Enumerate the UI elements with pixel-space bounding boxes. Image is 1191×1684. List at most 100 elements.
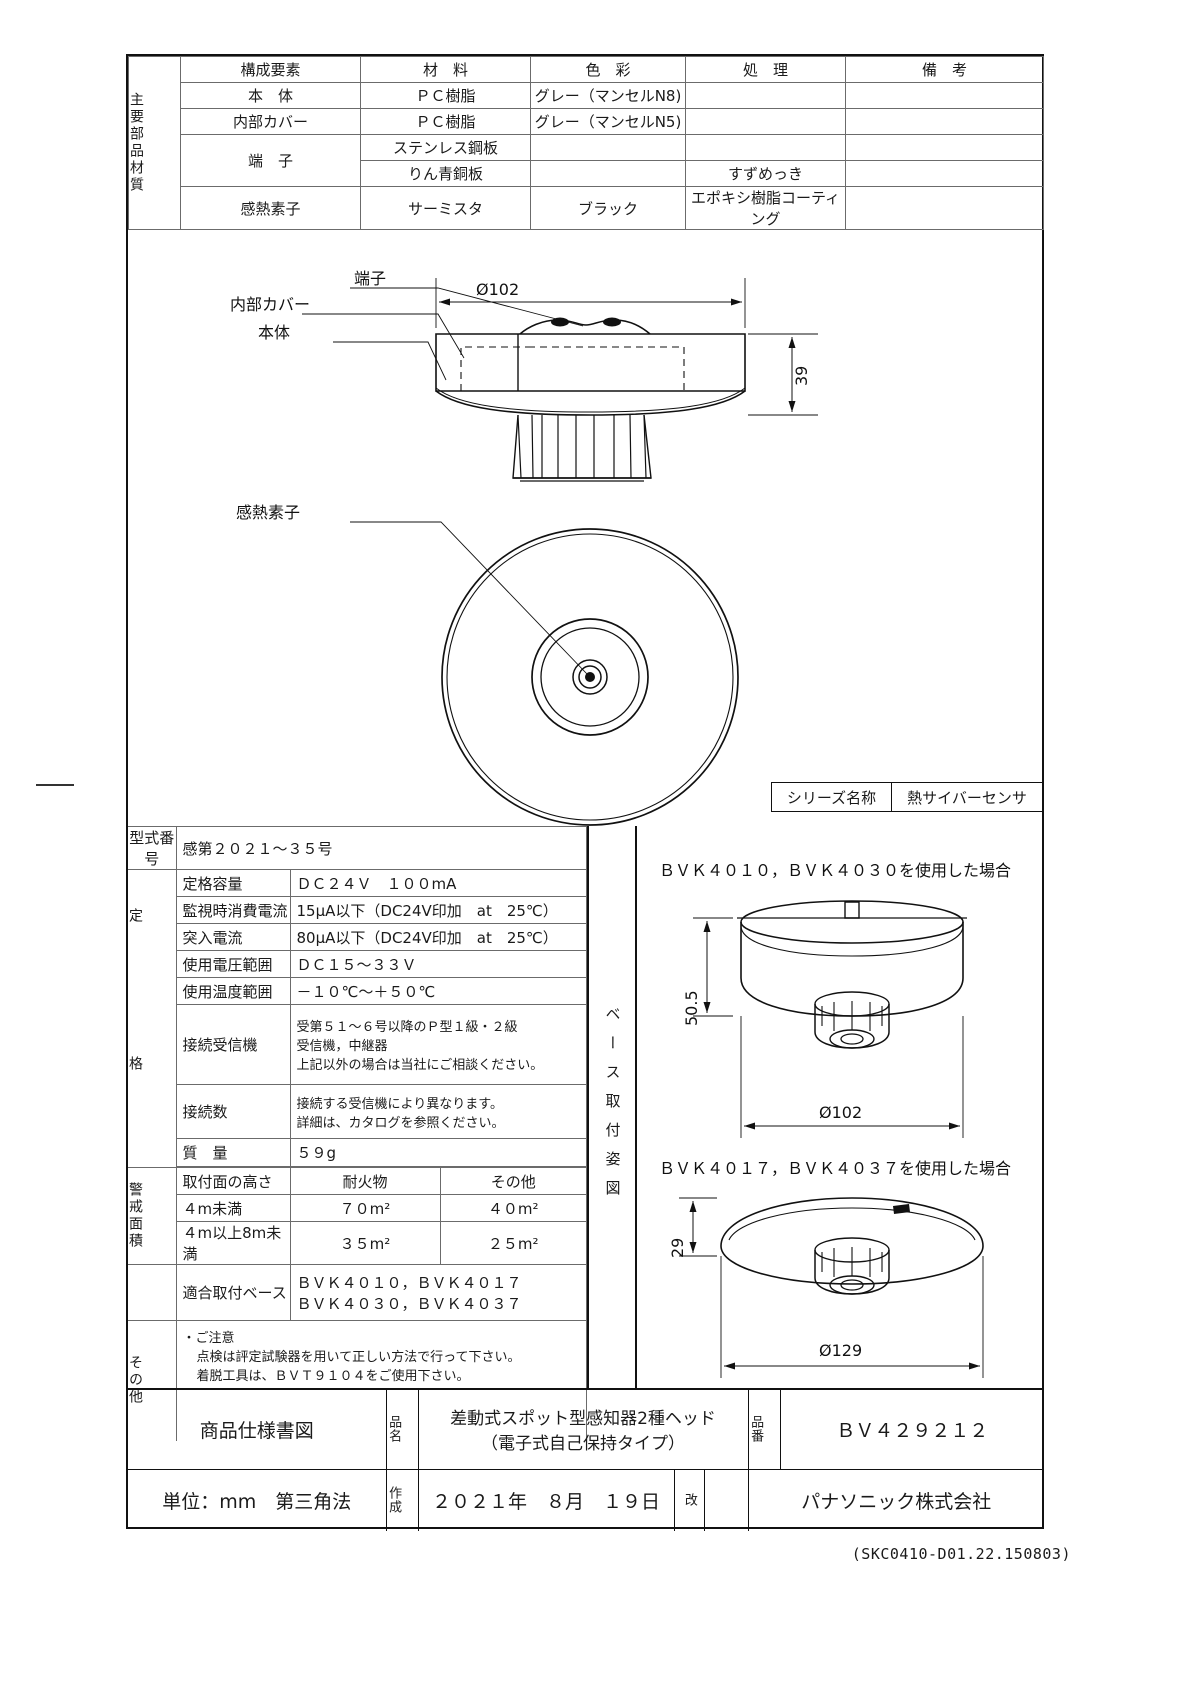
product-drawing-svg: Ø102 端子 内部カバー 本体 感熱素子 39 (230, 269, 818, 826)
base-value: ＢＶＫ４０１０，ＢＶＫ４０１７ ＢＶＫ４０３０，ＢＶＫ４０３７ (289, 1264, 587, 1321)
mounting-view-side-label: ベース取付姿図 (589, 826, 637, 1388)
materials-table: 主要部品材質 構成要素 材 料 色 彩 処 理 備 考 本 体 ＰＣ樹脂 グレー… (128, 56, 1044, 230)
table-row-coverage-header: 警戒面積 取付面の高さ 耐火物 その他 (127, 1167, 587, 1265)
product-drawing-area: Ø102 端子 内部カバー 本体 感熱素子 39 (128, 216, 1044, 826)
table-row-header: 主要部品材質 構成要素 材 料 色 彩 処 理 備 考 (128, 56, 1044, 230)
spec-value-connections: 接続する受信機により異なります。 詳細は、カタログを参照ください。 (289, 1084, 587, 1139)
cell-element: 内部カバー (180, 108, 361, 135)
cell-remarks (845, 82, 1044, 109)
cell-remarks (845, 134, 1044, 161)
table-row-model: 型式番号 感第２０２１～３５号 (128, 826, 587, 870)
col-header-element: 構成要素 (180, 56, 361, 83)
table-row: 単位：mm 第三角法 作成 ２０２１年 ８月 １９日 改 パナソニック株式会社 (128, 1468, 1044, 1531)
col-header-remarks: 備 考 (845, 56, 1044, 83)
notes-line-2: 着脱工具は、ＢＶＴ９１０４をご使用下さい。 (196, 1369, 470, 1384)
cell-material: ＰＣ樹脂 (360, 108, 531, 135)
footer-document-code: (SKC0410-D01.22.150803) (851, 1545, 1071, 1563)
specification-table: 型式番号 感第２０２１～３５号 定 格 定格容量 ＤＣ２４Ｖ １００mA 監視時… (127, 826, 589, 1441)
receiver-line-2: 受信機，中継器 (296, 1039, 388, 1054)
cell-treatment: エポキシ樹脂コーティング (685, 186, 846, 230)
spec-label-receiver: 接続受信機 (175, 1004, 291, 1085)
model-number-value: 感第２０２１～３５号 (175, 826, 587, 870)
cell-remarks (845, 186, 1044, 230)
cell-color: グレー（マンセルN8) (530, 82, 686, 109)
drawing-sheet: 主要部品材質 構成要素 材 料 色 彩 処 理 備 考 本 体 ＰＣ樹脂 グレー… (126, 54, 1044, 1531)
spec-value-receiver: 受第５１～６号以降のＰ型１級・２級 受信機，中継器 上記以外の場合は当社にご相談… (289, 1004, 587, 1085)
product-name: 差動式スポット型感知器2種ヘッド （電子式自己保持タイプ） (417, 1390, 749, 1470)
cell-material: ＰＣ樹脂 (360, 82, 531, 109)
base-line-1: ＢＶＫ４０１０，ＢＶＫ４０１７ (296, 1273, 522, 1292)
coverage-other-1: ４０m² (439, 1194, 587, 1222)
mounting-view-2-height: 29 (668, 1238, 687, 1258)
spec-value-voltage-range: ＤＣ１５～３３Ｖ (289, 950, 587, 978)
table-row: 端 子 ステンレス鋼板 (129, 134, 1044, 187)
table-row: 突入電流 80μA以下（DC24V印加 at 25℃） (128, 923, 587, 951)
spec-label-voltage-range: 使用電圧範囲 (175, 950, 291, 978)
cell-material: サーミスタ (360, 186, 531, 230)
callout-body-label: 本体 (258, 323, 290, 342)
revision-label: 改 (673, 1469, 704, 1531)
product-name-line-1: 差動式スポット型感知器2種ヘッド (450, 1409, 716, 1430)
created-date: ２０２１年 ８月 １９日 (431, 1490, 660, 1513)
left-margin-tick (36, 784, 74, 786)
product-name-line-2: （電子式自己保持タイプ） (481, 1434, 685, 1455)
table-row: 監視時消費電流 15μA以下（DC24V印加 at 25℃） (128, 896, 587, 924)
model-number-label: 型式番号 (128, 826, 177, 870)
mounting-view-1-title: ＢＶＫ４０１０，ＢＶＫ４０３０を使用した場合 (659, 861, 1011, 880)
coverage-header-height: 取付面の高さ (175, 1167, 291, 1195)
cell-element: 端 子 (180, 134, 361, 187)
notes-bullet: ・ご注意 (182, 1331, 235, 1346)
coverage-height-1: ４m未満 (175, 1194, 291, 1222)
receiver-line-1: 受第５１～６号以降のＰ型１級・２級 (296, 1020, 518, 1035)
coverage-side-label: 警戒面積 (127, 1167, 177, 1265)
spec-label-weight: 質 量 (175, 1138, 291, 1167)
callout-thermal-element-label: 感熱素子 (236, 503, 300, 522)
mounting-view-2-title: ＢＶＫ４０１７，ＢＶＫ４０３７を使用した場合 (659, 1159, 1011, 1178)
cell-material: りん青銅板 (360, 160, 531, 187)
cell-treatment (685, 134, 846, 161)
spec-value-capacity: ＤＣ２４Ｖ １００mA (289, 869, 587, 897)
table-row: 使用電圧範囲 ＤＣ１５～３３Ｖ (128, 950, 587, 978)
part-number-label: 品番 (747, 1390, 781, 1470)
coverage-fireproof-1: ７０m² (289, 1194, 441, 1222)
doc-type: 商品仕様書図 (128, 1390, 387, 1470)
cell-element: 感熱素子 (180, 186, 361, 230)
cell-color (530, 134, 686, 161)
table-row: 質 量 ５９g (128, 1138, 587, 1167)
company-name: パナソニック株式会社 (747, 1468, 1044, 1531)
notes-line-1: 点検は評定試験器を用いて正しい方法で行って下さい。 (196, 1350, 521, 1365)
cell-color: ブラック (530, 186, 686, 230)
cell-element: 本 体 (180, 82, 361, 109)
cell-color (530, 160, 686, 187)
materials-side-label: 主要部品材質 (128, 56, 181, 230)
spec-label-capacity: 定格容量 (175, 869, 291, 897)
connections-line-1: 接続する受信機により異なります。 (296, 1096, 503, 1112)
col-header-color: 色 彩 (530, 56, 686, 83)
receiver-line-3: 上記以外の場合は当社にご相談ください。 (296, 1058, 544, 1073)
mounting-view-1-diameter: Ø102 (819, 1103, 862, 1122)
revision-value (703, 1469, 748, 1531)
base-label: 適合取付ベース (175, 1264, 291, 1321)
spec-label-temperature-range: 使用温度範囲 (175, 977, 291, 1005)
series-name-label: シリーズ名称 (772, 783, 892, 811)
dim-diameter-top-label: Ø102 (476, 280, 519, 299)
spec-value-weight: ５９g (289, 1138, 587, 1167)
coverage-fireproof-2: ３５m² (289, 1221, 441, 1265)
table-row: 感熱素子 サーミスタ ブラック エポキシ樹脂コーティング (129, 186, 1044, 230)
cell-color: グレー（マンセルN5) (530, 108, 686, 135)
part-number: ＢＶ４２９２１２ (779, 1390, 1044, 1470)
cell-material: ステンレス鋼板 (360, 134, 531, 161)
col-header-material: 材 料 (360, 56, 531, 83)
mounting-views-svg: ＢＶＫ４０１０，ＢＶＫ４０３０を使用した場合 ＢＶＫ４０１７，ＢＶＫ４０３７を使… (659, 861, 1011, 1378)
lower-section: 型式番号 感第２０２１～３５号 定 格 定格容量 ＤＣ２４Ｖ １００mA 監視時… (127, 826, 1044, 1441)
cell-remarks (845, 108, 1044, 135)
table-row: 本 体 ＰＣ樹脂 グレー（マンセルN8) (129, 82, 1044, 109)
base-line-2: ＢＶＫ４０３０，ＢＶＫ４０３７ (296, 1294, 522, 1313)
spec-value-inrush-current: 80μA以下（DC24V印加 at 25℃） (289, 923, 587, 951)
callout-inner-cover-label: 内部カバー (230, 295, 310, 314)
callout-terminal-label: 端子 (354, 269, 386, 288)
connections-line-2: 詳細は、カタログを参照ください。 (296, 1115, 505, 1131)
table-row: 商品仕様書図 品名 差動式スポット型感知器2種ヘッド （電子式自己保持タイプ） … (128, 1390, 1044, 1470)
coverage-height-2: ４m以上8m未満 (175, 1221, 291, 1265)
product-name-label: 品名 (385, 1390, 419, 1470)
